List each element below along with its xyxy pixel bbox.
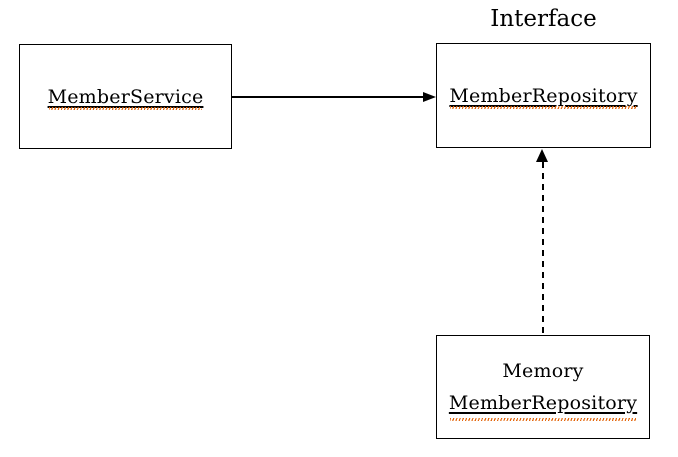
arrowhead-up-icon xyxy=(536,149,548,162)
arrowhead-right-icon xyxy=(423,92,436,102)
member-service-node: MemberService xyxy=(19,44,232,149)
memory-member-repository-node: Memory MemberRepository xyxy=(436,335,650,439)
dependency-arrow-line xyxy=(232,96,423,98)
memory-label-line1: Memory xyxy=(502,360,584,382)
member-repository-label: MemberRepository xyxy=(449,84,638,109)
interface-stereotype-label: Interface xyxy=(490,6,597,32)
member-repository-node: MemberRepository xyxy=(436,43,651,148)
implements-arrow-dashed-line xyxy=(542,162,544,335)
memory-label-line2: MemberRepository xyxy=(449,387,637,421)
member-service-label: MemberService xyxy=(47,85,204,110)
